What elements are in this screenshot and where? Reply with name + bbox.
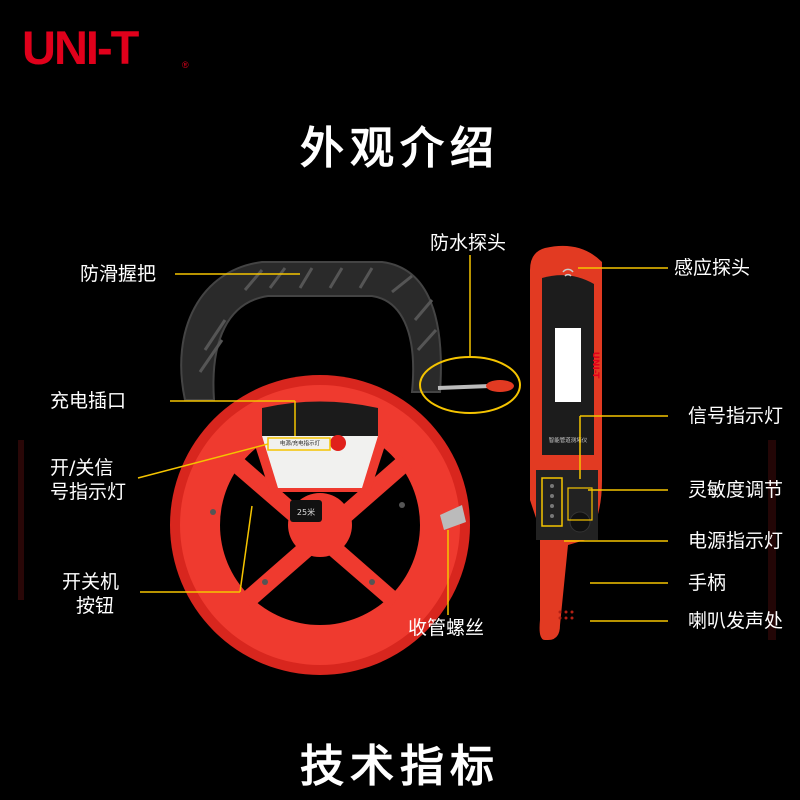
uni-t-logo: UNI-T ® [22, 22, 189, 72]
edge-glow-right [768, 440, 776, 640]
label-power-button-line1: 开关机 [62, 571, 120, 593]
tube-screw-knob [440, 505, 466, 530]
logo-registered-mark: ® [182, 60, 189, 70]
label-sensitivity: 灵敏度调节 [688, 479, 784, 501]
label-power-button-line2: 按钮 [76, 595, 115, 617]
detector-brand: UNI-T [590, 352, 600, 380]
sensitivity-dial [569, 511, 591, 533]
label-charge-port: 充电插口 [50, 390, 127, 412]
reel-body: 25米 电源/充电指示灯 [170, 375, 470, 675]
label-speaker: 喇叭发声处 [688, 610, 784, 632]
detector-caption: 智能管道测堵仪 [549, 436, 588, 444]
power-button-icon [330, 435, 346, 451]
label-signal-light: 信号指示灯 [688, 405, 784, 427]
label-waterproof-probe: 防水探头 [430, 232, 507, 254]
leader-lines [137, 255, 668, 622]
wifi-icon [562, 268, 574, 273]
reel-panel-text: 电源/充电指示灯 [280, 439, 321, 447]
label-onoff-indicator-line1: 开/关信 [50, 457, 114, 479]
detector-wand: UNI-T 智能管道测堵仪 [530, 245, 602, 640]
label-handle: 手柄 [688, 572, 727, 594]
label-onoff-indicator-line2: 号指示灯 [50, 481, 127, 503]
reel-length-label: 25米 [297, 507, 315, 517]
edge-glow-left [18, 440, 24, 600]
section-title-appearance: 外观介绍 [300, 123, 500, 174]
label-grip: 防滑握把 [80, 263, 157, 285]
reel-grip [180, 261, 442, 401]
label-power-light: 电源指示灯 [688, 530, 784, 552]
logo-text: UNI-T [22, 22, 140, 72]
label-tube-screw: 收管螺丝 [408, 617, 485, 639]
label-sense-probe: 感应探头 [674, 257, 751, 279]
section-title-specs: 技术指标 [300, 741, 500, 792]
